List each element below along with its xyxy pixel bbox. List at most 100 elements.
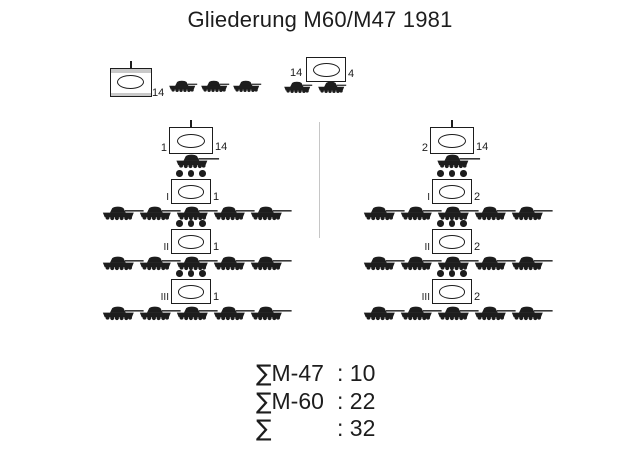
company-unit-symbol [432, 229, 472, 254]
tank-icon [168, 80, 198, 93]
tank-icon [399, 256, 443, 271]
legend-right-unit-symbol [306, 57, 346, 82]
company-dot [176, 270, 183, 277]
tank-icon [473, 206, 517, 221]
tank-icon [249, 306, 293, 321]
company-unit-symbol [171, 229, 211, 254]
tank-icon [232, 80, 262, 93]
company-roman-label: I [166, 192, 169, 203]
armor-oval [439, 185, 465, 199]
tank-icon [101, 306, 145, 321]
company-number-label: 2 [474, 241, 481, 253]
tank-icon [317, 81, 347, 94]
armor-oval [178, 285, 204, 299]
company-number-label: 1 [213, 291, 220, 303]
company-dot [199, 270, 206, 277]
hq-right-label: 14 [476, 141, 489, 153]
antenna-line [190, 120, 192, 128]
sigma-symbol: ∑ [256, 361, 272, 387]
hq-right-label: 14 [215, 141, 228, 153]
tank-icon [212, 206, 256, 221]
summary-label: M-47 [271, 360, 324, 386]
tank-icon [473, 256, 517, 271]
tank-icon [436, 256, 480, 271]
diagram-title: Gliederung M60/M47 1981 [187, 7, 453, 32]
company-roman-label: III [421, 292, 430, 303]
company-dot [448, 270, 455, 277]
armor-oval [313, 63, 340, 77]
summary-block: ∑M-47: 10 ∑M-60: 22 ∑: 32 [256, 360, 375, 443]
company-dot [187, 270, 194, 277]
company-unit-symbol [432, 279, 472, 304]
company-dot [187, 220, 194, 227]
tank-icon [175, 154, 220, 169]
company-number-label: 1 [213, 241, 220, 253]
tank-icon [212, 256, 256, 271]
company-unit-symbol [171, 279, 211, 304]
legend-right-right-count: 4 [348, 68, 355, 80]
company-dots [437, 170, 467, 177]
company-roman-label: II [424, 242, 430, 253]
armor-oval [439, 235, 465, 249]
tank-icon [399, 306, 443, 321]
tank-icon [249, 206, 293, 221]
hq-unit-symbol [169, 120, 213, 154]
tank-icon [138, 256, 182, 271]
tank-icon [510, 306, 554, 321]
tank-icon [138, 306, 182, 321]
antenna-line [451, 120, 453, 128]
tank-icon [249, 256, 293, 271]
summary-value: : 10 [337, 360, 376, 386]
tank-icon [362, 256, 406, 271]
company-number-label: 1 [213, 191, 220, 203]
company-dot [199, 220, 206, 227]
tank-icon [200, 80, 230, 93]
tank-icon [436, 206, 480, 221]
summary-line-total: ∑: 32 [256, 415, 375, 443]
tank-icon [101, 206, 145, 221]
tank-icon [436, 154, 481, 169]
tank-icon [175, 256, 219, 271]
tank-icon [175, 306, 219, 321]
company-dot [176, 170, 183, 177]
tank-icon [510, 206, 554, 221]
company-dot [460, 270, 467, 277]
summary-line-m60: ∑M-60: 22 [256, 388, 375, 416]
company-dot [460, 170, 467, 177]
company-roman-label: I [427, 192, 430, 203]
summary-line-m47: ∑M-47 : 10 [256, 360, 375, 388]
sigma-symbol: ∑ [256, 388, 272, 415]
armor-oval [178, 185, 204, 199]
company-dot [437, 270, 444, 277]
company-dot [437, 220, 444, 227]
armor-oval [438, 133, 466, 148]
company-dot [448, 220, 455, 227]
tank-icon [212, 306, 256, 321]
symbol-top-strip [111, 69, 151, 73]
summary-label: M-60 [271, 387, 324, 414]
company-dots [437, 270, 467, 277]
legend-right-left-count: 14 [290, 67, 303, 79]
sigma-symbol: ∑ [256, 416, 272, 442]
company-dots [176, 170, 206, 177]
tank-icon [510, 256, 554, 271]
armor-oval [178, 235, 204, 249]
tank-icon [473, 306, 517, 321]
tank-icon [101, 256, 145, 271]
tank-icon [138, 206, 182, 221]
antenna-line [130, 61, 132, 69]
company-dot [199, 170, 206, 177]
company-dot [448, 170, 455, 177]
legend-left-unit-symbol [110, 61, 152, 97]
symbol-bottom-strip [111, 92, 151, 96]
company-dots [176, 220, 206, 227]
company-dot [187, 170, 194, 177]
hq-unit-symbol [430, 120, 474, 154]
company-dots [176, 270, 206, 277]
tank-icon [436, 306, 480, 321]
company-dot [437, 170, 444, 177]
company-dots [437, 220, 467, 227]
tank-icon [283, 81, 313, 94]
armor-oval [177, 133, 205, 148]
